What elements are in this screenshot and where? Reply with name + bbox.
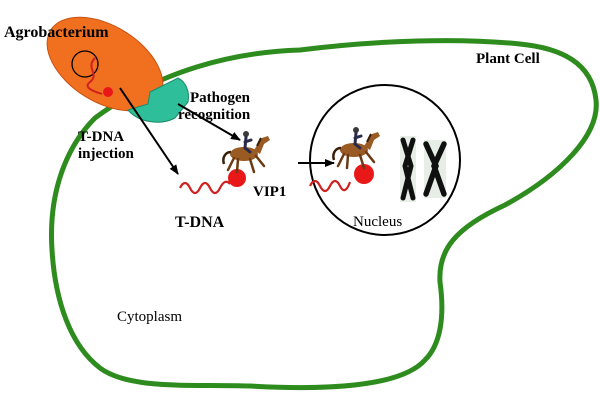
- horse-rider-icon: [221, 129, 272, 174]
- injection-pilus: [127, 77, 189, 123]
- vip1-protein: [228, 169, 246, 187]
- label-nucleus: Nucleus: [353, 214, 402, 230]
- label-tdna-injection-1: T-DNA: [78, 129, 124, 145]
- label-plant-cell: Plant Cell: [476, 51, 540, 67]
- recognition-arrow: [177, 103, 241, 141]
- chromosome-icon: [400, 136, 447, 202]
- injection-arrow: [119, 87, 179, 175]
- tdna-strand-cytoplasm: [179, 180, 231, 195]
- tdna-strand-nucleus: [309, 179, 352, 193]
- internal-protein-icon: [103, 87, 113, 97]
- label-tdna: T-DNA: [175, 214, 225, 231]
- internal-tdna-strand: [86, 57, 103, 95]
- label-vip1: VIP1: [253, 184, 286, 200]
- plant-cell-membrane: [48, 38, 599, 391]
- nucleus: [309, 84, 461, 236]
- label-pathogen: Pathogen: [190, 90, 251, 106]
- label-cytoplasm: Cytoplasm: [117, 309, 182, 325]
- label-agrobacterium: Agrobacterium: [4, 24, 109, 41]
- vip1-protein-nucleus: [354, 164, 374, 184]
- label-recognition: recognition: [178, 107, 251, 123]
- label-tdna-injection-2: injection: [78, 146, 134, 162]
- plasmid-icon: [71, 50, 99, 78]
